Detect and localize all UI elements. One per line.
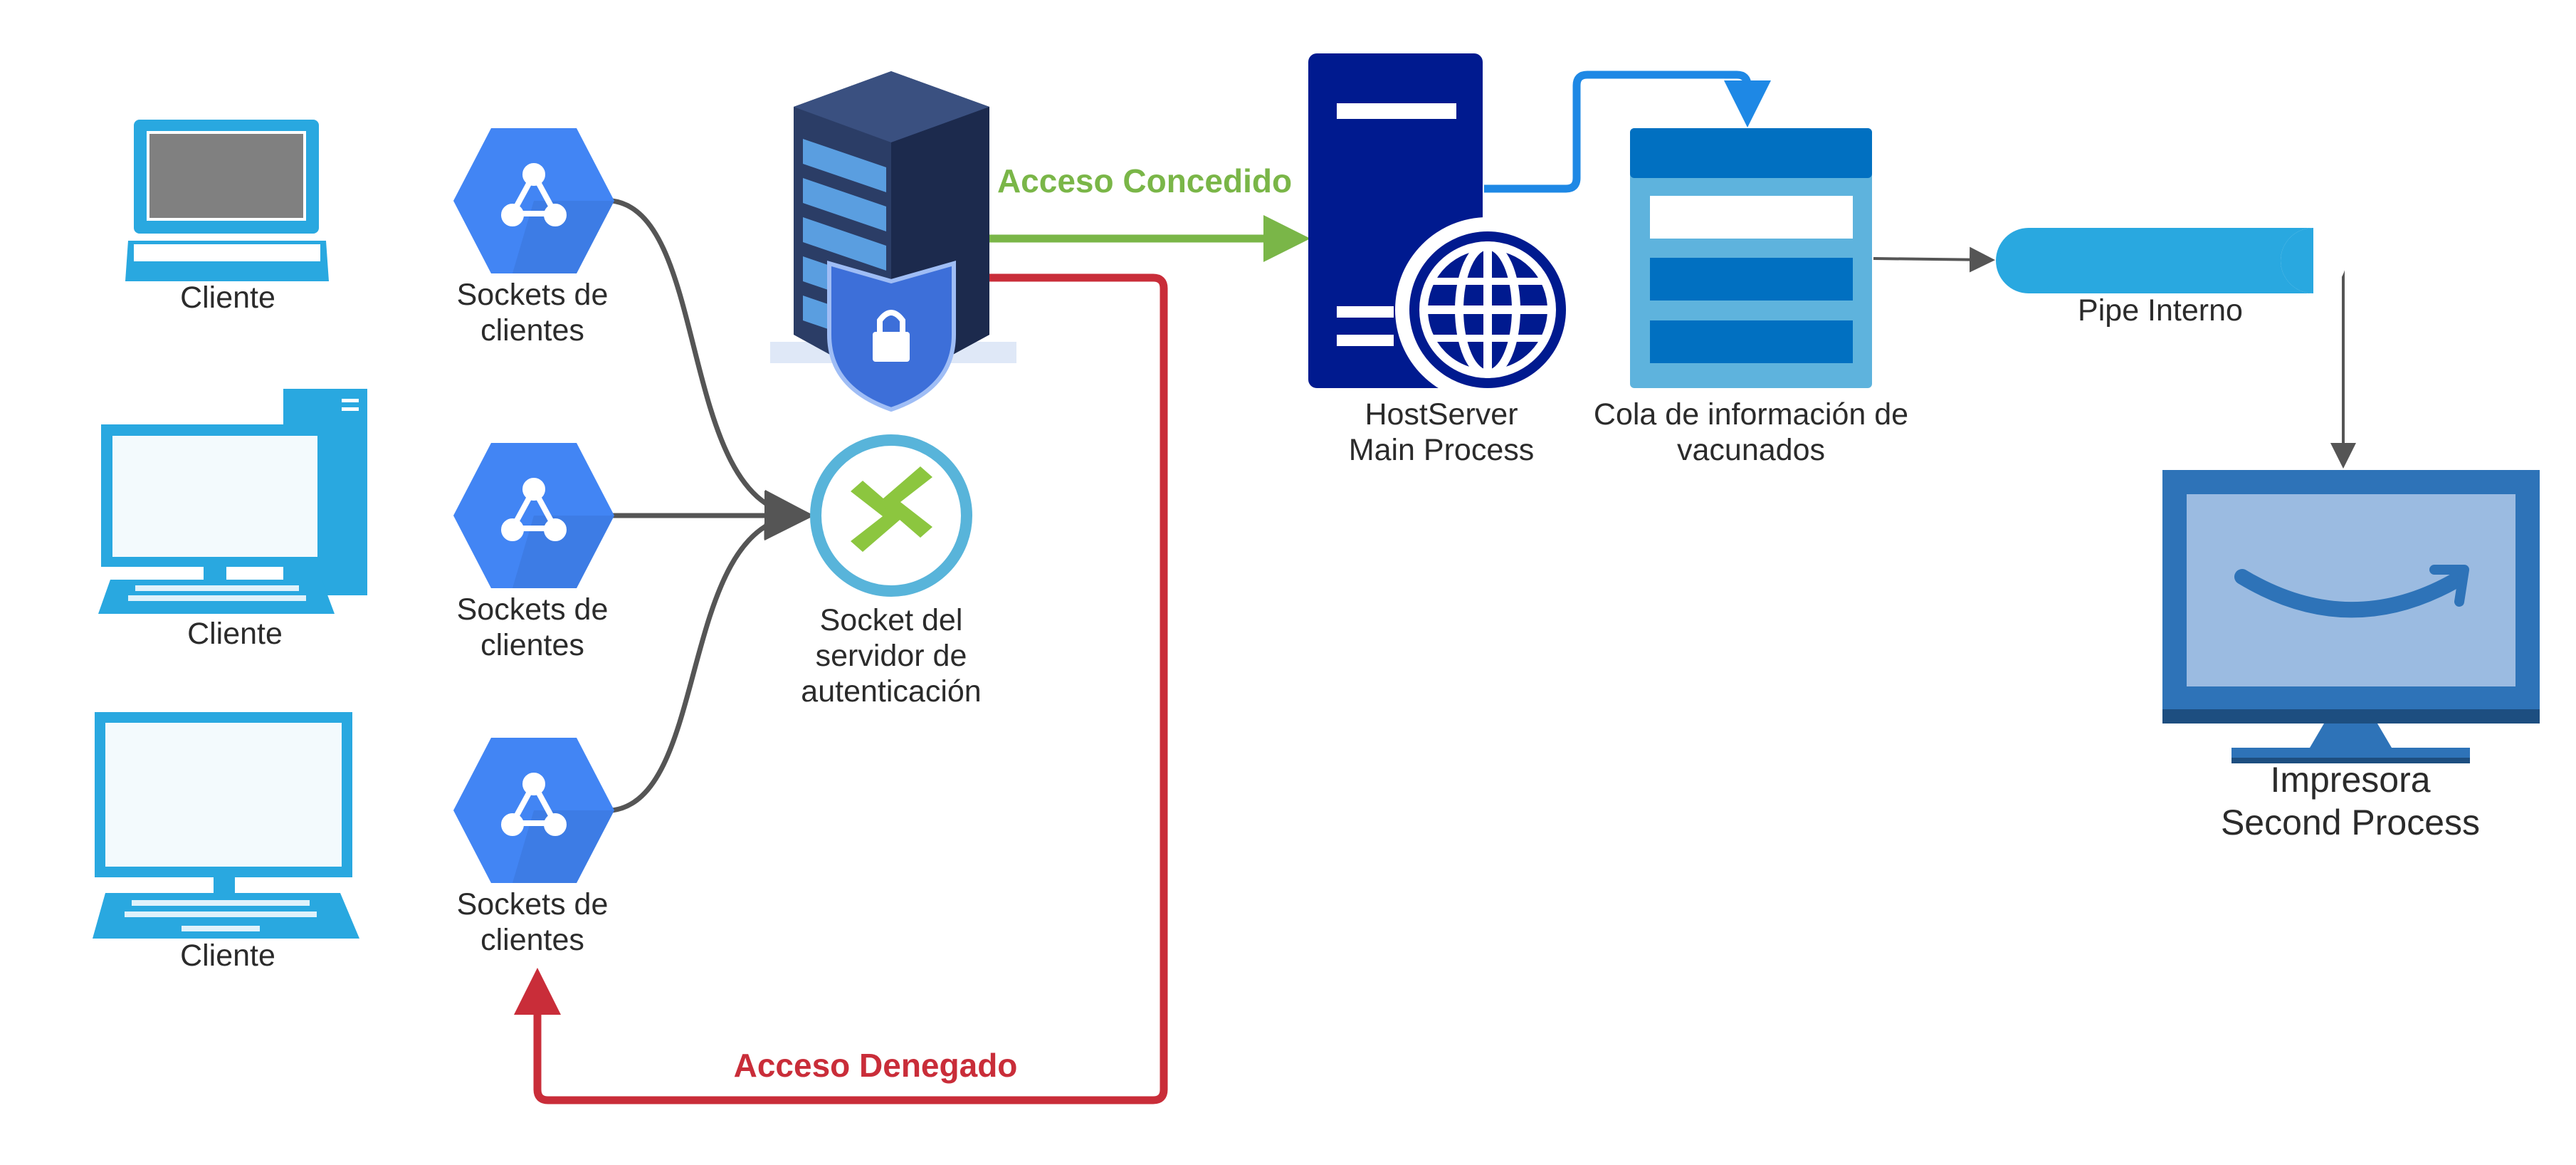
hexagon-network-icon-1: [453, 128, 614, 273]
desktop-computer-icon: [98, 389, 367, 614]
hexagon-network-icon-2: [453, 443, 614, 588]
access-denied-label: Acceso Denegado: [734, 1047, 1018, 1084]
socket-label-2b: clientes: [480, 628, 584, 662]
auth-socket-label-2: servidor de: [816, 639, 967, 673]
host-server-label-1: HostServer: [1365, 397, 1518, 432]
socket-label-1b: clientes: [480, 313, 584, 348]
socket-label-3a: Sockets de: [457, 887, 609, 921]
laptop-icon: [125, 120, 329, 281]
client-label-2: Cliente: [187, 617, 283, 651]
socket-label-3b: clientes: [480, 923, 584, 957]
queue-label-2: vacunados: [1677, 433, 1825, 467]
connector-queue-to-pipe: [1873, 246, 1995, 273]
client-label-3: Cliente: [180, 939, 275, 973]
queue-label-1: Cola de información de: [1594, 397, 1908, 432]
auth-socket-label-1: Socket del: [820, 603, 963, 637]
connector-socket1-to-auth: [611, 198, 814, 540]
monitor-computer-icon: [93, 712, 359, 939]
socket-label-2a: Sockets de: [457, 592, 609, 627]
connection-socket-icon: [810, 434, 972, 597]
connector-host-to-queue: [1484, 70, 1771, 193]
pipe-label: Pipe Interno: [2078, 293, 2243, 328]
access-granted-label: Acceso Concedido: [997, 162, 1292, 199]
auth-socket-label-3: autenticación: [801, 674, 981, 709]
socket-label-1a: Sockets de: [457, 278, 609, 312]
printer-label-2: Second Process: [2221, 803, 2480, 842]
secure-server-rack-icon: [770, 71, 1016, 412]
connector-socket3-to-auth: [611, 491, 814, 813]
web-server-globe-icon: [1308, 53, 1580, 402]
pipe-cylinder-icon: [1996, 228, 2346, 293]
connector-access-denied: [514, 273, 1168, 1104]
host-server-label-2: Main Process: [1349, 433, 1534, 467]
printer-label-1: Impresora: [2270, 760, 2430, 800]
client-label-1: Cliente: [180, 281, 275, 315]
queue-storage-icon: [1630, 128, 1872, 388]
hexagon-network-icon-3: [453, 738, 614, 883]
monitor-smile-logo-icon: [2162, 470, 2540, 763]
